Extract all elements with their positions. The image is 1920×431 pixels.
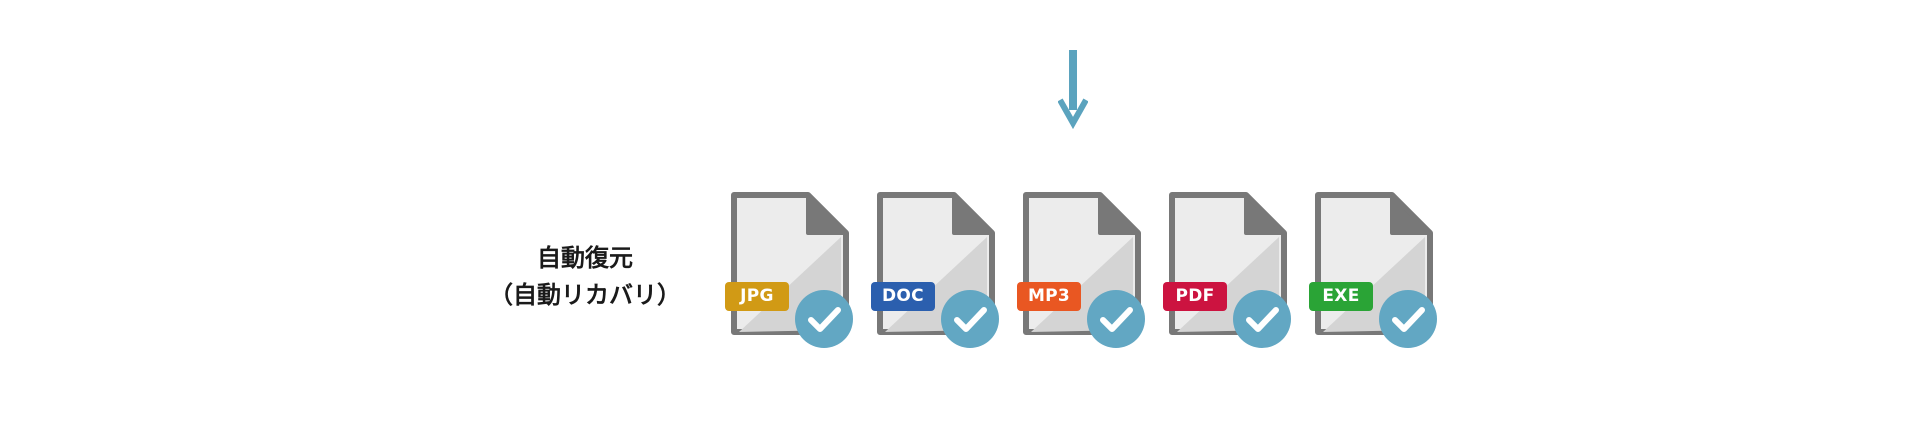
file-item-mp3: MP3: [1017, 192, 1153, 352]
auto-recovery-label: 自動復元 （自動リカバリ）: [470, 240, 700, 314]
file-item-doc: DOC: [871, 192, 1007, 352]
file-type-badge: JPG: [725, 282, 789, 311]
label-line-1: 自動復元: [537, 244, 633, 272]
file-item-exe: EXE: [1309, 192, 1445, 352]
check-circle-icon: [1379, 290, 1437, 348]
label-line-2: （自動リカバリ）: [489, 281, 681, 309]
file-item-jpg: JPG: [725, 192, 861, 352]
file-type-badge: PDF: [1163, 282, 1227, 311]
down-arrow-icon: [1058, 50, 1088, 130]
file-type-badge: DOC: [871, 282, 935, 311]
file-item-pdf: PDF: [1163, 192, 1299, 352]
check-circle-icon: [1233, 290, 1291, 348]
check-circle-icon: [941, 290, 999, 348]
file-type-badge: EXE: [1309, 282, 1373, 311]
file-type-badge: MP3: [1017, 282, 1081, 311]
check-circle-icon: [1087, 290, 1145, 348]
check-circle-icon: [795, 290, 853, 348]
